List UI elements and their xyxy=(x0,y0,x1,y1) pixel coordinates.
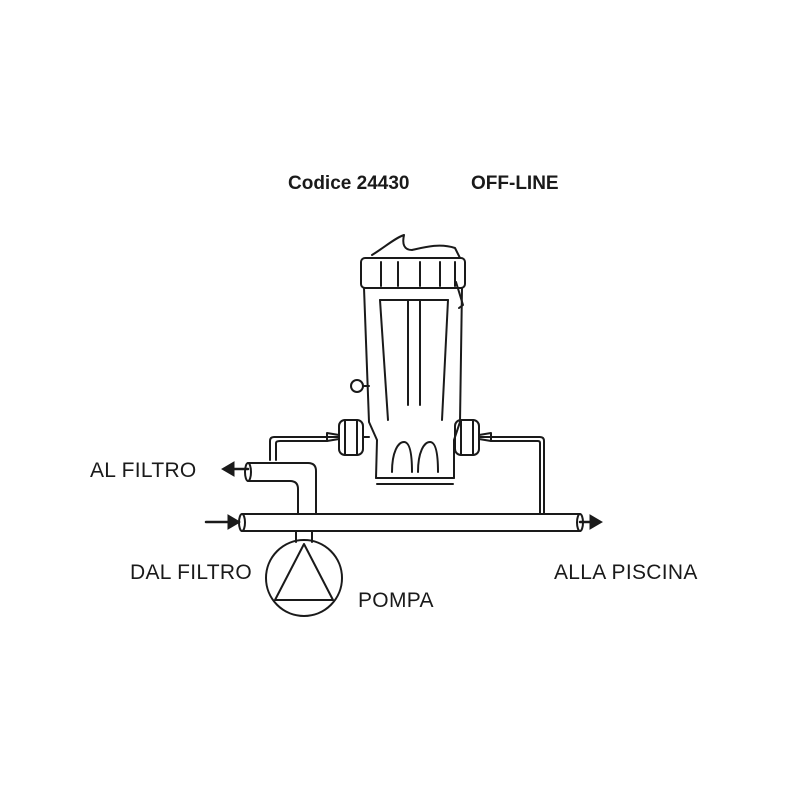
label-dal-filtro: DAL FILTRO xyxy=(130,561,253,584)
label-alla-piscina: ALLA PISCINA xyxy=(554,561,698,584)
feeder-latch xyxy=(455,281,464,309)
feeder-lid-cap xyxy=(371,234,461,259)
pipe-to-filter xyxy=(244,462,317,515)
feeder-lid xyxy=(360,257,466,289)
chlorinator-feeder xyxy=(338,234,480,485)
arrow-to-pool xyxy=(578,514,603,530)
feeder-regulator-knob xyxy=(350,379,364,393)
flow-arrows xyxy=(204,461,603,530)
arrow-from-filter xyxy=(204,514,241,530)
label-al-filtro: AL FILTRO xyxy=(90,459,197,482)
title-code: Codice 24430 xyxy=(288,173,410,194)
pump-symbol xyxy=(265,539,343,617)
main-pipe xyxy=(238,513,584,532)
arrow-to-filter xyxy=(221,461,250,477)
title-mode: OFF-LINE xyxy=(471,173,559,194)
feeder-inlet-tube xyxy=(269,432,340,461)
label-pompa: POMPA xyxy=(358,589,434,612)
feeder-inlet-valve xyxy=(338,419,364,456)
feeder-outlet-tube xyxy=(478,432,545,515)
